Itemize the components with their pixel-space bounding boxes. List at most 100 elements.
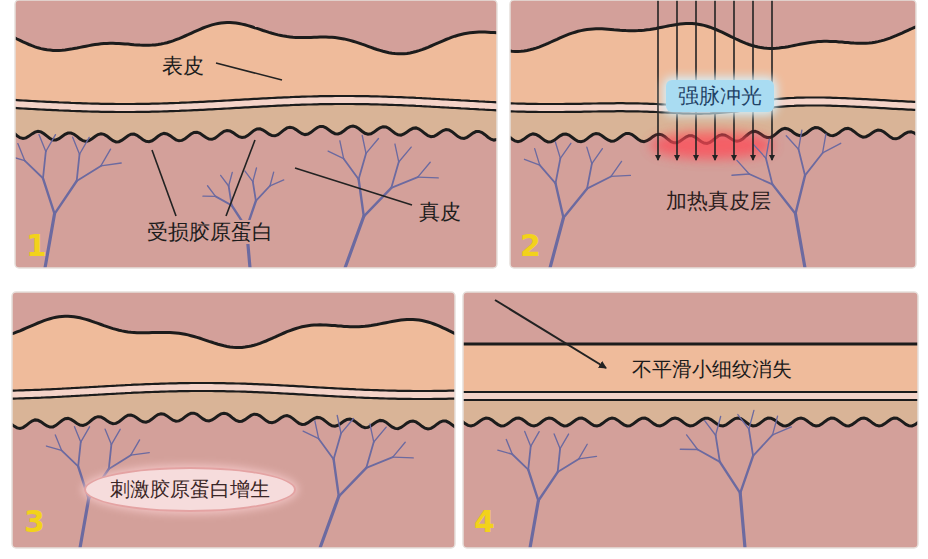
blood-vessel: [749, 429, 753, 456]
blood-vessel: [399, 147, 411, 162]
blood-vessel: [556, 183, 564, 217]
blood-vessel: [766, 158, 773, 184]
leader-line: [216, 63, 282, 80]
blood-vessel: [341, 419, 353, 434]
layer-gap: [463, 392, 918, 400]
blood-vessel: [391, 162, 398, 188]
blood-vessel: [101, 163, 121, 166]
blood-vessel: [25, 161, 43, 179]
blood-vessel: [80, 499, 89, 548]
leader-line: [295, 168, 412, 205]
leader-line: [152, 150, 176, 216]
skin-surface: [463, 343, 918, 346]
blood-vessel: [359, 179, 364, 216]
blood-vessel: [345, 216, 364, 268]
blood-vessel: [786, 136, 798, 150]
blood-vessel: [525, 431, 531, 446]
blood-vessel: [795, 214, 805, 268]
callout-number: 3: [24, 505, 45, 540]
epidermis: [15, 23, 497, 105]
skin-stroke: [463, 399, 918, 401]
blood-vessel: [131, 440, 140, 455]
blood-vessel: [46, 135, 56, 152]
blood-vessel: [362, 135, 366, 153]
blood-vessel: [393, 456, 414, 458]
blood-vessel: [245, 171, 253, 182]
skin-surface: [510, 24, 916, 52]
blood-vessel: [320, 496, 339, 548]
light-box: 强脉冲光: [666, 80, 774, 112]
blood-vessel: [62, 450, 79, 466]
blood-vessel: [111, 429, 120, 444]
blood-vessel: [77, 166, 101, 181]
light-ray: [657, 0, 659, 160]
blood-vessel: [256, 186, 270, 201]
layer-label: 真皮: [416, 200, 464, 224]
blood-vessel: [753, 435, 772, 456]
blood-vessel: [81, 427, 90, 442]
blood-vessel: [528, 470, 538, 501]
blood-vessel: [592, 149, 603, 164]
blood-vessel: [395, 144, 399, 162]
blood-vessel: [558, 459, 579, 472]
blood-vessel: [738, 415, 749, 430]
blood-vessel: [773, 427, 792, 435]
blood-vessel: [556, 158, 561, 183]
blood-vessel: [74, 427, 80, 442]
blood-vessel: [799, 130, 802, 149]
blood-vessel: [740, 493, 745, 548]
blood-vessel: [319, 439, 334, 460]
blood-vessel: [716, 417, 721, 436]
skin-panel: [12, 292, 455, 548]
blood-vessel: [337, 415, 341, 433]
blood-vessel: [587, 147, 592, 164]
blood-vessel: [39, 135, 46, 152]
blood-vessel: [43, 151, 46, 178]
blood-vessel: [366, 442, 373, 468]
light-ray: [771, 0, 773, 160]
blood-vessel: [737, 160, 749, 174]
blood-vessel: [587, 164, 592, 189]
blood-vessel: [773, 416, 778, 435]
skin-surface: [15, 23, 497, 54]
blood-vessel: [366, 139, 378, 154]
blood-vessel: [705, 421, 716, 436]
blood-vessel: [754, 145, 766, 159]
blood-vessel: [512, 454, 528, 469]
blood-vessel: [109, 455, 131, 469]
blood-vessel: [732, 174, 749, 175]
blood-vessel: [823, 143, 841, 153]
blood-vessel: [687, 435, 698, 450]
blood-vessel: [46, 446, 61, 450]
blood-vessel: [680, 449, 697, 451]
blood-vessel: [805, 153, 823, 175]
effect-label: 不平滑小细纹消失: [632, 358, 792, 381]
blood-vessel: [772, 184, 795, 213]
blood-vessel: [334, 433, 341, 459]
dermal-junction: [12, 413, 455, 429]
blood-vessel: [766, 139, 769, 158]
blood-vessel: [77, 154, 80, 181]
blood-vessel: [78, 442, 81, 466]
blood-vessel: [43, 178, 55, 214]
blood-vessel: [208, 186, 216, 197]
blood-vessel: [340, 141, 344, 159]
blood-vessel: [328, 151, 344, 159]
effect-label: 加热真皮层: [663, 189, 774, 213]
blood-vessel: [55, 181, 77, 214]
blood-vessel: [339, 468, 367, 496]
skin-stroke: [12, 383, 455, 391]
blood-vessel: [253, 168, 257, 182]
blood-vessel: [823, 134, 826, 153]
skin-panels: [8, 0, 921, 548]
blood-vessel: [216, 196, 232, 205]
blood-vessel: [611, 161, 622, 176]
skin-stroke: [463, 391, 918, 393]
blood-vessel: [558, 449, 560, 472]
blood-vessel: [370, 424, 374, 442]
skin-stroke: [15, 104, 497, 112]
blood-vessel: [498, 450, 513, 454]
epidermis: [12, 316, 455, 391]
blood-vessel: [550, 218, 563, 268]
blood-vessel: [359, 153, 366, 179]
